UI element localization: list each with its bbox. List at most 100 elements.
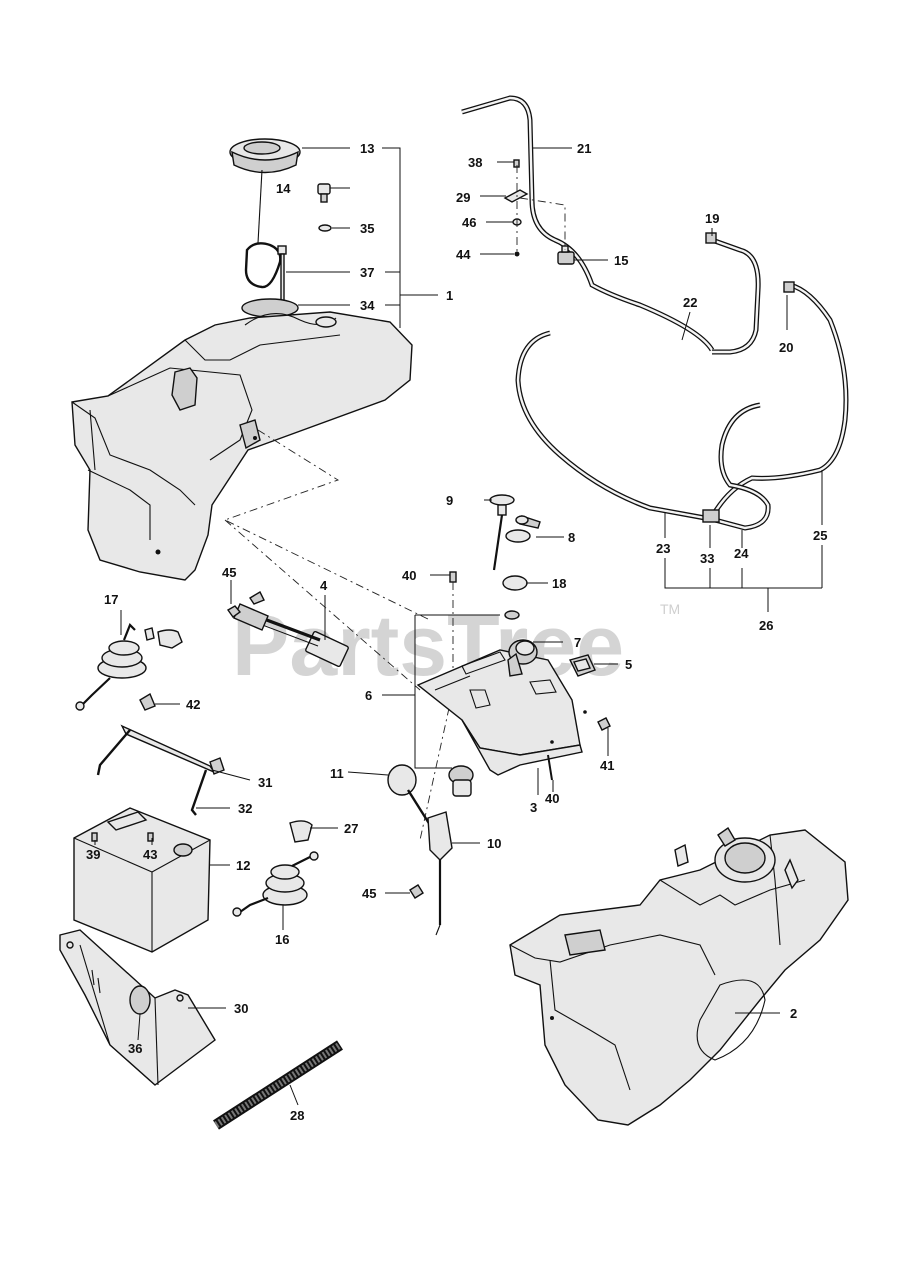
alignment-line bbox=[223, 429, 431, 621]
callout-29[interactable]: 29 bbox=[456, 190, 470, 205]
callout-19[interactable]: 19 bbox=[705, 211, 719, 226]
battery-hold-down[interactable] bbox=[96, 724, 225, 816]
callout-36[interactable]: 36 bbox=[128, 1041, 142, 1056]
callout-41[interactable]: 41 bbox=[600, 758, 614, 773]
nut-45-top[interactable] bbox=[226, 605, 242, 618]
callout-45-top[interactable]: 45 bbox=[222, 565, 236, 580]
hose-fitting-20[interactable] bbox=[783, 281, 795, 293]
callout-26[interactable]: 26 bbox=[759, 618, 773, 633]
gauge-nut[interactable] bbox=[502, 575, 528, 620]
callout-35[interactable]: 35 bbox=[360, 221, 374, 236]
cap-gasket[interactable] bbox=[244, 242, 282, 289]
callout-8[interactable]: 8 bbox=[568, 530, 575, 545]
ignition-key[interactable] bbox=[505, 515, 541, 543]
battery-cable-16[interactable] bbox=[232, 851, 319, 917]
fuel-hose-25[interactable] bbox=[712, 282, 849, 514]
callout-14[interactable]: 14 bbox=[276, 181, 291, 196]
callout-4[interactable]: 4 bbox=[320, 578, 328, 593]
key-switch-body[interactable] bbox=[448, 765, 474, 797]
callouts: 13 14 35 37 34 1 21 38 29 46 44 15 19 22… bbox=[86, 141, 827, 1123]
callout-3[interactable]: 3 bbox=[530, 800, 537, 815]
callout-2[interactable]: 2 bbox=[790, 1006, 797, 1021]
callout-22[interactable]: 22 bbox=[683, 295, 697, 310]
callout-39[interactable]: 39 bbox=[86, 847, 100, 862]
callout-45-bottom[interactable]: 45 bbox=[362, 886, 376, 901]
battery[interactable] bbox=[73, 807, 211, 953]
fuel-hose-23[interactable] bbox=[515, 330, 706, 521]
wiring-harness[interactable] bbox=[233, 591, 349, 668]
battery-cable-17[interactable] bbox=[75, 623, 147, 711]
callout-9[interactable]: 9 bbox=[446, 493, 453, 508]
clamp-bracket-29[interactable] bbox=[503, 189, 529, 203]
watermark-trademark: TM bbox=[660, 601, 680, 617]
callout-10[interactable]: 10 bbox=[487, 836, 501, 851]
terminal-boot-27[interactable] bbox=[289, 820, 313, 843]
callout-12[interactable]: 12 bbox=[236, 858, 250, 873]
callout-25[interactable]: 25 bbox=[813, 528, 827, 543]
cap-tether bbox=[257, 169, 263, 244]
callout-31[interactable]: 31 bbox=[258, 775, 272, 790]
terminal-boot[interactable] bbox=[144, 627, 183, 649]
callout-6[interactable]: 6 bbox=[365, 688, 372, 703]
callout-5[interactable]: 5 bbox=[625, 657, 632, 672]
screw-40-bottom[interactable] bbox=[547, 754, 553, 781]
callout-15[interactable]: 15 bbox=[614, 253, 628, 268]
throttle-knob[interactable] bbox=[387, 764, 417, 796]
leader-lines bbox=[94, 147, 823, 1106]
fuel-tank-assembly[interactable] bbox=[71, 138, 413, 581]
callout-33[interactable]: 33 bbox=[700, 551, 714, 566]
fuel-tank-body[interactable] bbox=[71, 311, 413, 581]
alignment-line bbox=[224, 519, 421, 691]
nut-44[interactable] bbox=[514, 251, 520, 257]
callout-27[interactable]: 27 bbox=[344, 821, 358, 836]
bolt-41[interactable] bbox=[597, 717, 611, 731]
hose-fitting-19[interactable] bbox=[705, 232, 717, 244]
nut-45-bottom[interactable] bbox=[409, 884, 424, 899]
callout-46[interactable]: 46 bbox=[462, 215, 476, 230]
callout-43[interactable]: 43 bbox=[143, 847, 157, 862]
callout-44[interactable]: 44 bbox=[456, 247, 471, 262]
callout-1[interactable]: 1 bbox=[446, 288, 453, 303]
fuel-cap[interactable] bbox=[229, 138, 301, 174]
callout-18[interactable]: 18 bbox=[552, 576, 566, 591]
callout-17[interactable]: 17 bbox=[104, 592, 118, 607]
callout-13[interactable]: 13 bbox=[360, 141, 374, 156]
washer[interactable] bbox=[318, 224, 332, 232]
grommet[interactable] bbox=[129, 985, 151, 1015]
callout-32[interactable]: 32 bbox=[238, 801, 252, 816]
callout-20[interactable]: 20 bbox=[779, 340, 793, 355]
ignition-switch[interactable] bbox=[507, 639, 538, 677]
callout-38[interactable]: 38 bbox=[468, 155, 482, 170]
pto-switch[interactable] bbox=[568, 654, 596, 677]
fuel-shutoff-valve[interactable] bbox=[557, 245, 575, 265]
hose-tee-fitting[interactable] bbox=[702, 509, 720, 523]
fuel-hose-24[interactable] bbox=[714, 402, 771, 531]
fuel-gauge[interactable] bbox=[489, 494, 515, 571]
callout-16[interactable]: 16 bbox=[275, 932, 289, 947]
watermark-text: PartsTree bbox=[232, 598, 624, 694]
screw-38[interactable] bbox=[513, 159, 520, 168]
callout-30[interactable]: 30 bbox=[234, 1001, 248, 1016]
fuel-hose-21[interactable] bbox=[461, 95, 715, 352]
fuel-tank-2[interactable] bbox=[509, 826, 849, 1126]
callout-34[interactable]: 34 bbox=[360, 298, 375, 313]
callout-37[interactable]: 37 bbox=[360, 265, 374, 280]
callout-7[interactable]: 7 bbox=[574, 635, 581, 650]
vent-valve[interactable] bbox=[317, 183, 331, 203]
hardware-alignment bbox=[516, 165, 566, 252]
callout-40-bottom[interactable]: 40 bbox=[545, 791, 559, 806]
clip-42[interactable] bbox=[139, 692, 156, 711]
callout-42[interactable]: 42 bbox=[186, 697, 200, 712]
bolt-40-top[interactable] bbox=[449, 571, 457, 583]
callout-21[interactable]: 21 bbox=[577, 141, 591, 156]
control-panel[interactable] bbox=[416, 649, 587, 776]
callout-11[interactable]: 11 bbox=[330, 766, 344, 781]
throttle-control[interactable] bbox=[406, 789, 453, 936]
loom-tubing[interactable] bbox=[213, 1040, 343, 1130]
callout-28[interactable]: 28 bbox=[290, 1108, 304, 1123]
fuel-hose-22[interactable] bbox=[711, 237, 761, 355]
callout-40-top[interactable]: 40 bbox=[402, 568, 416, 583]
callout-24[interactable]: 24 bbox=[734, 546, 749, 561]
callout-23[interactable]: 23 bbox=[656, 541, 670, 556]
